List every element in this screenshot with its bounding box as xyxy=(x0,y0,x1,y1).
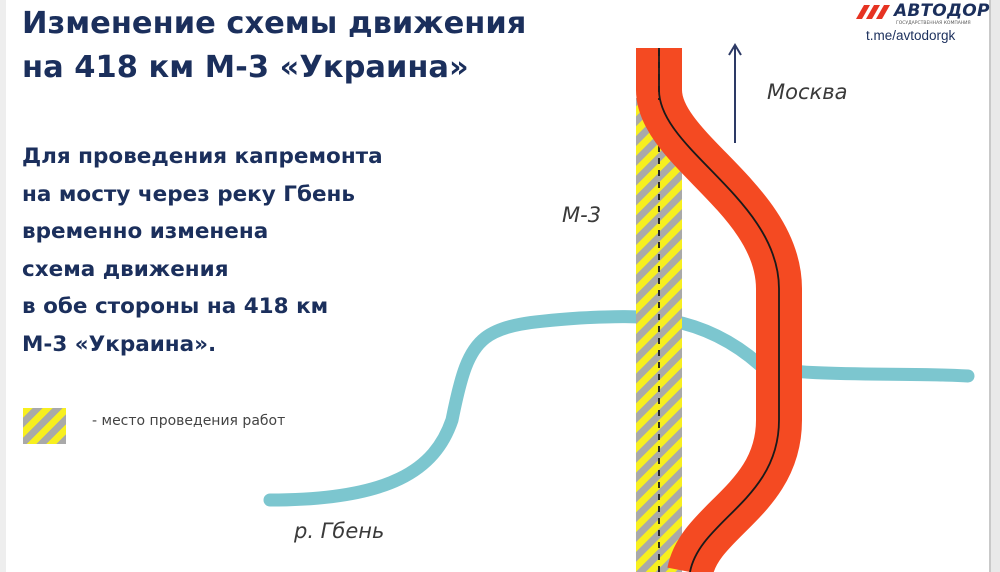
brand-name: АВТОДОР xyxy=(894,1,990,21)
highway-label: М-3 xyxy=(562,203,602,227)
brand-subtitle: ГОСУДАРСТВЕННАЯ КОМПАНИЯ xyxy=(896,21,971,26)
legend-text: - место проведения работ xyxy=(92,413,286,429)
description-line-2: на мосту через реку Гбень xyxy=(22,181,355,207)
direction-arrow-icon xyxy=(728,43,742,56)
title-line-2: на 418 км М-3 «Украина» xyxy=(22,50,469,85)
description-line-3: временно изменена xyxy=(22,219,269,244)
work-zone-highway xyxy=(636,98,682,572)
description-line-6: М-3 «Украина». xyxy=(22,331,217,357)
description-line-5: в обе стороны на 418 км xyxy=(22,294,329,319)
left-frame-bar xyxy=(0,0,6,572)
river-label: р. Гбень xyxy=(294,519,385,543)
logo-stripes-icon xyxy=(856,5,890,19)
right-frame-line xyxy=(989,0,991,572)
title-line-1: Изменение схемы движения xyxy=(22,6,527,41)
description-line-1: Для проведения капремонта xyxy=(22,144,383,169)
description-line-4: схема движения xyxy=(22,256,229,282)
page-title: Изменение схемы движения на 418 км М-3 «… xyxy=(22,2,526,90)
brand-logo: АВТОДОР ГОСУДАРСТВЕННАЯ КОМПАНИЯ xyxy=(852,0,990,46)
detour-road-centerline xyxy=(658,48,780,572)
description: Для проведения капремонта на мосту через… xyxy=(22,138,383,363)
right-frame-bar xyxy=(990,0,1000,572)
legend-work-zone-swatch xyxy=(23,408,66,444)
river-line xyxy=(263,310,975,507)
direction-label: Москва xyxy=(767,80,848,104)
telegram-channel-link[interactable]: t.me/avtodorgk xyxy=(866,28,956,43)
